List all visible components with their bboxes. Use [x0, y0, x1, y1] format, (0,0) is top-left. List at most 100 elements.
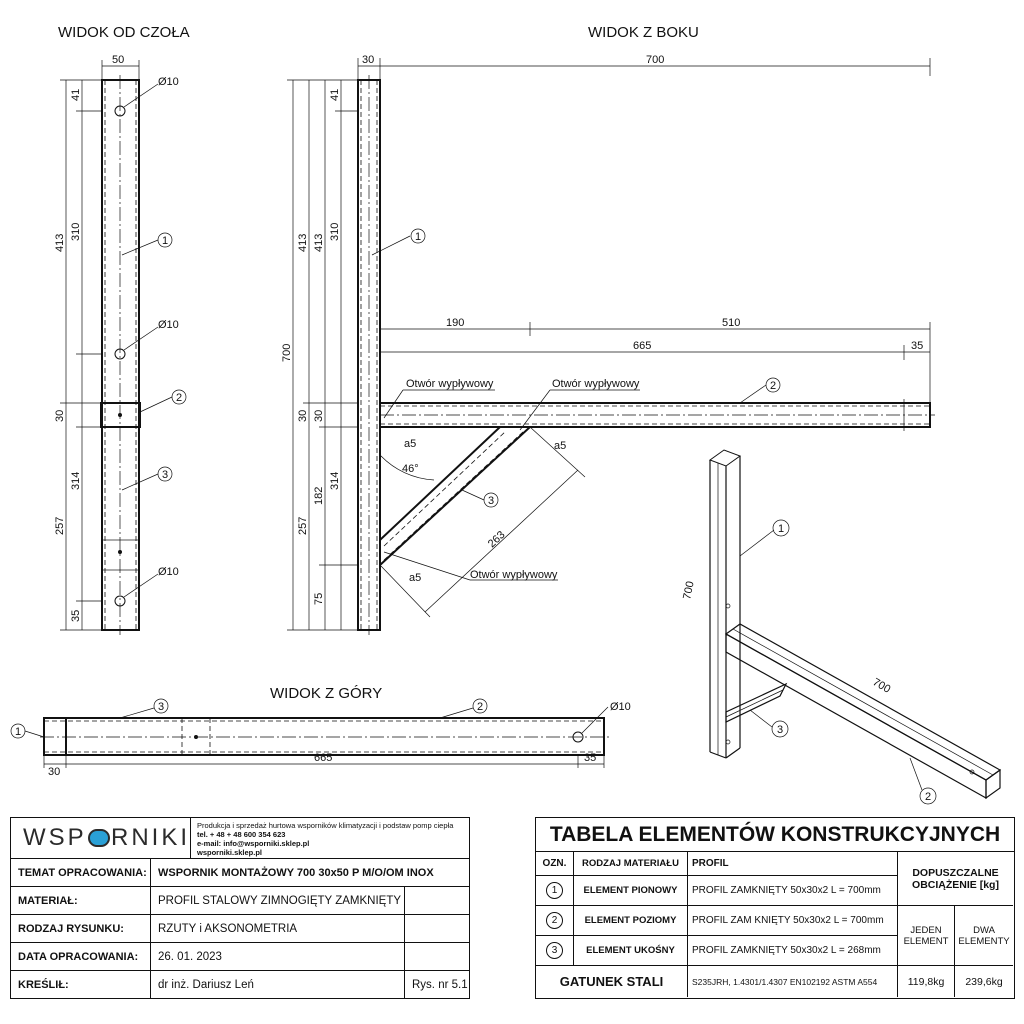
side-view: 30 700 190 510 665 35 700 413 30 257 413…: [281, 54, 935, 635]
load-one-element: 119,8kg: [898, 966, 955, 997]
marker-2-side: 2: [770, 380, 776, 392]
dim-310: 310: [70, 223, 82, 241]
row-ozn: 2: [536, 906, 574, 936]
row-value: PROFIL STALOWY ZIMNOGIĘTY ZAMKNIĘTY: [151, 887, 405, 914]
contact-email: e-mail: info@wsporniki.sklep.pl: [197, 839, 310, 848]
row-value: dr inż. Dariusz Leń: [151, 971, 405, 998]
header-two-elements: DWA ELEMENTY: [955, 906, 1013, 966]
row-ozn: 3: [536, 936, 574, 966]
dim-width-50: 50: [112, 54, 124, 66]
company-contact: Produkcja i sprzedaż hurtowa wsporników …: [197, 821, 453, 857]
dim-413-side: 413: [297, 234, 309, 252]
marker-3: 3: [162, 469, 168, 481]
row-material: ELEMENT UKOŚNY: [574, 936, 688, 966]
row-value: WSPORNIK MONTAŻOWY 700 30x50 P M/O/OM IN…: [158, 866, 434, 879]
dim-257-side: 257: [297, 517, 309, 535]
title-row-author: KREŚLIŁ: dr inż. Dariusz Leń Rys. nr 5.1: [11, 970, 469, 998]
row-value: RZUTY i AKSONOMETRIA: [151, 915, 405, 942]
marker-3-side: 3: [488, 495, 494, 507]
marker-2-top: 2: [477, 701, 483, 713]
side-view-title: WIDOK Z BOKU: [588, 24, 699, 41]
contact-website: wsporniki.sklep.pl: [197, 848, 263, 857]
contact-phone: tel. + 48 + 48 600 354 623: [197, 830, 286, 839]
dim-182: 182: [313, 487, 325, 505]
dim-41-side: 41: [329, 89, 341, 101]
dim-263: 263: [486, 529, 508, 550]
top-horizontal-profile: [43, 717, 605, 756]
title-block: WSP RNIKI Produkcja i sprzedaż hurtowa ws…: [10, 817, 470, 999]
dim-413: 413: [54, 234, 66, 252]
front-view: 50 Ø10 Ø10 Ø10 1 2 3 41 310 413 30 314 2…: [54, 54, 187, 635]
dim-700-vertical: 700: [281, 344, 293, 362]
axo-dim-700-vertical: 700: [681, 580, 697, 600]
front-diagonal-joint: [101, 539, 140, 571]
weld-symbol: a5: [554, 440, 566, 452]
marker-1-axo: 1: [778, 523, 784, 535]
row-label: TEMAT OPRACOWANIA:: [11, 859, 151, 886]
dim-700-top: 700: [646, 54, 664, 66]
row-profil: PROFIL ZAMKNIĘTY 50x30x2 L = 700mm: [688, 876, 898, 906]
dim-35-side: 35: [911, 340, 923, 352]
sheet-number: Rys. nr 5.1: [412, 978, 468, 991]
header-material: RODZAJ MATERIAŁU: [574, 852, 688, 876]
dim-35: 35: [70, 610, 82, 622]
hole-icon: [114, 348, 126, 360]
dim-310-side: 310: [329, 223, 341, 241]
steel-grade-label: GATUNEK STALI: [536, 966, 688, 997]
dim-30: 30: [54, 410, 66, 422]
hole-icon: [572, 731, 584, 743]
marker-1-top: 1: [15, 726, 21, 738]
dim-314-side: 314: [329, 472, 341, 490]
marker-1: 1: [162, 235, 168, 247]
logo-text-right: RNIKI: [110, 824, 190, 851]
drain-hole-note: Otwór wypływowy: [406, 378, 494, 390]
marker-2: 2: [176, 392, 182, 404]
hole-diameter-label: Ø10: [158, 76, 179, 88]
angle-46: 46°: [402, 463, 419, 475]
title-row-subject: TEMAT OPRACOWANIA: WSPORNIK MONTAŻOWY 70…: [11, 858, 469, 886]
dim-665: 665: [633, 340, 651, 352]
technical-drawing: WIDOK OD CZOŁA WIDOK Z BOKU WIDOK Z GÓRY…: [10, 24, 1002, 805]
title-row-drawing-type: RODZAJ RYSUNKU: RZUTY i AKSONOMETRIA: [11, 914, 469, 942]
element-table: TABELA ELEMENTÓW KONSTRUKCYJNYCH OZN. RO…: [535, 817, 1015, 999]
steel-grade-value: S235JRH, 1.4301/1.4307 EN102192 ASTM A55…: [688, 966, 898, 997]
marker-1-side: 1: [415, 231, 421, 243]
element-number-1: 1: [546, 882, 563, 899]
logo-text-left: WSP: [23, 824, 87, 851]
row-label: RODZAJ RYSUNKU:: [11, 915, 151, 942]
row-material: ELEMENT PIONOWY: [574, 876, 688, 906]
drain-hole-note: Otwór wypływowy: [552, 378, 640, 390]
top-view-title: WIDOK Z GÓRY: [270, 685, 382, 702]
header-load: DOPUSZCZALNE OBCIĄŻENIE [kg]: [898, 852, 1013, 906]
row-profil: PROFIL ZAM KNIĘTY 50x30x2 L = 700mm: [688, 906, 898, 936]
header-one-element: JEDEN ELEMENT: [898, 906, 955, 966]
element-table-title: TABELA ELEMENTÓW KONSTRUKCYJNYCH: [536, 818, 1014, 852]
element-number-3: 3: [546, 942, 563, 959]
row-value: 26. 01. 2023: [151, 943, 405, 970]
marker-3-axo: 3: [777, 724, 783, 736]
row-profil: PROFIL ZAMKNIĘTY 50x30x2 L = 268mm: [688, 936, 898, 966]
load-two-elements: 239,6kg: [965, 975, 1003, 988]
dim-257: 257: [54, 517, 66, 535]
marker-2-axo: 2: [925, 791, 931, 803]
hole-icon: [114, 105, 126, 117]
company-logo: WSP RNIKI: [11, 818, 191, 858]
front-vertical-profile: [101, 79, 140, 631]
row-label: DATA OPRACOWANIA:: [11, 943, 151, 970]
dim-190: 190: [446, 317, 464, 329]
header-ozn: OZN.: [536, 852, 574, 876]
title-row-date: DATA OPRACOWANIA: 26. 01. 2023: [11, 942, 469, 970]
dim-30-side: 30: [297, 410, 309, 422]
row-label: KREŚLIŁ:: [11, 971, 151, 998]
row-label: MATERIAŁ:: [11, 887, 151, 914]
front-view-title: WIDOK OD CZOŁA: [58, 24, 190, 41]
weld-symbol: a5: [409, 572, 421, 584]
dim-665-bottom: 665: [314, 752, 332, 764]
side-diagonal-profile: [379, 426, 533, 568]
row-ozn: 1: [536, 876, 574, 906]
axo-dim-700-horizontal: 700: [871, 676, 893, 696]
dim-510: 510: [722, 317, 740, 329]
dim-75: 75: [313, 593, 325, 605]
marker-3-top: 3: [158, 701, 164, 713]
dim-314: 314: [70, 472, 82, 490]
